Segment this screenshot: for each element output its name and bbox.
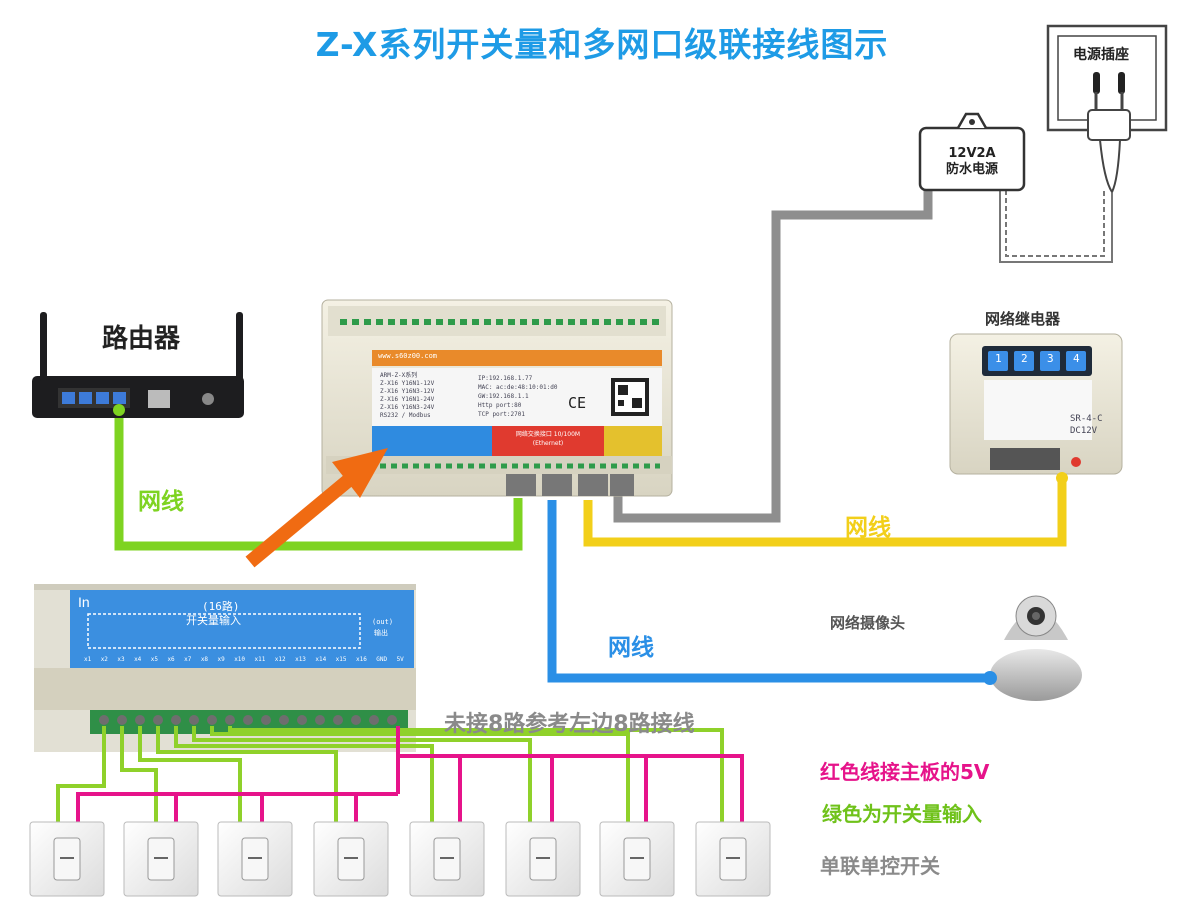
unconnected-note: 未接8路参考左边8路接线 — [444, 712, 695, 737]
controller-device — [321, 299, 673, 497]
wall-switch — [505, 821, 581, 897]
orange-arrow — [245, 448, 388, 568]
switch-input-wires — [56, 726, 724, 822]
model-line: Z-X16 Y16N1-12V — [380, 380, 435, 387]
terminal-zoom-inset — [34, 584, 416, 752]
relay-button-1: 1 — [995, 352, 1002, 365]
psu-rating: 12V2A — [948, 146, 996, 161]
terminal-label: x15 — [335, 656, 347, 663]
network-camera — [990, 595, 1082, 701]
net-line: Http port:80 — [478, 402, 522, 409]
terminal-label: x1 — [84, 656, 92, 663]
model-line: RS232 / Modbus — [380, 412, 431, 419]
terminal-label: x8 — [200, 656, 209, 663]
model-line: Z-X16 Y16N3-24V — [380, 404, 435, 411]
blue-cable-label: 网线 — [608, 635, 654, 661]
terminal-label: x7 — [184, 656, 192, 663]
ce-mark: CE — [568, 394, 587, 412]
green-network-cable — [114, 408, 523, 551]
terminal-label: x6 — [167, 656, 175, 663]
terminal-label: x9 — [217, 656, 225, 663]
net-line: MAC: ac:de:48:10:01:d0 — [478, 384, 558, 391]
terminal-label: x13 — [295, 656, 306, 663]
wall-switches — [29, 821, 771, 897]
outlet-label: 电源插座 — [1073, 47, 1129, 63]
terminal-label: GND — [376, 656, 388, 663]
psu-type: 防水电源 — [945, 162, 998, 177]
terminal-label: x3 — [117, 656, 125, 663]
yellow-cable-end — [1056, 472, 1068, 484]
router-label: 路由器 — [102, 324, 181, 354]
page-title: Z-X系列开关量和多网口级联接线图示 — [315, 25, 889, 64]
terminal-label: x14 — [315, 656, 327, 663]
terminal-label: 5V — [396, 656, 404, 663]
green-cable-end — [113, 404, 125, 416]
model-line: ARM-Z-X系列 — [380, 372, 418, 379]
network-relay — [949, 333, 1123, 475]
model-line: Z-X16 Y16N3-12V — [380, 388, 435, 395]
red-wire-note: 红色线接主板的5V — [820, 760, 990, 784]
relay-code: SR-4-C — [1070, 414, 1103, 424]
inset-out-label: (out) — [372, 618, 394, 626]
green-cable-label: 网线 — [138, 489, 184, 515]
switch-note: 单联单控开关 — [820, 854, 940, 878]
terminal-label: x16 — [355, 656, 367, 663]
terminal-screws — [99, 715, 397, 725]
controller-models: ARM-Z-X系列 Z-X16 Y16N1-12V Z-X16 Y16N3-12… — [380, 372, 434, 420]
terminal-label: x4 — [134, 656, 142, 663]
inset-channels: (16路) — [202, 600, 240, 613]
yellow-cable-label: 网线 — [845, 515, 891, 541]
psu-cables — [999, 190, 1113, 263]
net-line: IP:192.168.1.77 — [478, 375, 533, 382]
green-wire-note: 绿色为开关量输入 — [822, 802, 982, 826]
net-line: GW:192.168.1.1 — [478, 393, 529, 400]
relay-button-2: 2 — [1021, 352, 1028, 365]
yellow-network-cable — [583, 478, 1067, 547]
relay-button-3: 3 — [1047, 352, 1054, 365]
ethernet-port-label: 网络交换接口 10/100M (Ethernet) — [496, 430, 600, 448]
ethernet-line: 网络交换接口 10/100M — [515, 431, 581, 438]
psu-label: 12V2A 防水电源 — [930, 146, 1014, 178]
terminal-label: x5 — [150, 656, 158, 663]
blue-network-cable — [547, 500, 990, 683]
blue-cable-end — [983, 671, 997, 685]
terminal-label: x12 — [274, 656, 286, 663]
wall-switch — [695, 821, 771, 897]
terminal-label: x11 — [254, 656, 266, 663]
controller-network-info: IP:192.168.1.77 MAC: ac:de:48:10:01:d0 G… — [478, 374, 557, 419]
terminal-label: x2 — [100, 656, 108, 663]
switch-5v-wires — [76, 726, 744, 822]
router — [32, 312, 244, 418]
relay-button-4: 4 — [1073, 352, 1080, 365]
wall-switch — [123, 821, 199, 897]
net-line: TCP port:2701 — [478, 411, 525, 418]
inset-input-label: 开关量输入 — [186, 614, 241, 627]
network-relay-label: 网络继电器 — [985, 310, 1061, 328]
relay-voltage: DC12V — [1070, 426, 1098, 436]
controller-site: www.s60z00.com — [378, 352, 438, 360]
wall-switch — [313, 821, 389, 897]
inset-terminal-labels: x1 x2 x3 x4 x5 x6 x7 x8 x9 x10 x11 x12 x13 x14 x15 x16 G… — [84, 656, 404, 663]
wall-switch — [599, 821, 675, 897]
camera-label: 网络摄像头 — [830, 614, 906, 632]
terminal-label: x10 — [234, 656, 246, 663]
power-outlet — [1046, 24, 1168, 193]
wall-switch — [217, 821, 293, 897]
wall-switch — [409, 821, 485, 897]
model-line: Z-X16 Y16N1-24V — [380, 396, 435, 403]
inset-in-label: In — [78, 594, 90, 610]
gray-power-cable — [613, 190, 933, 523]
ethernet-line: (Ethernet) — [532, 440, 564, 447]
power-supply — [918, 112, 1026, 192]
wall-switch — [29, 821, 105, 897]
inset-out-cn: 输出 — [374, 629, 388, 637]
